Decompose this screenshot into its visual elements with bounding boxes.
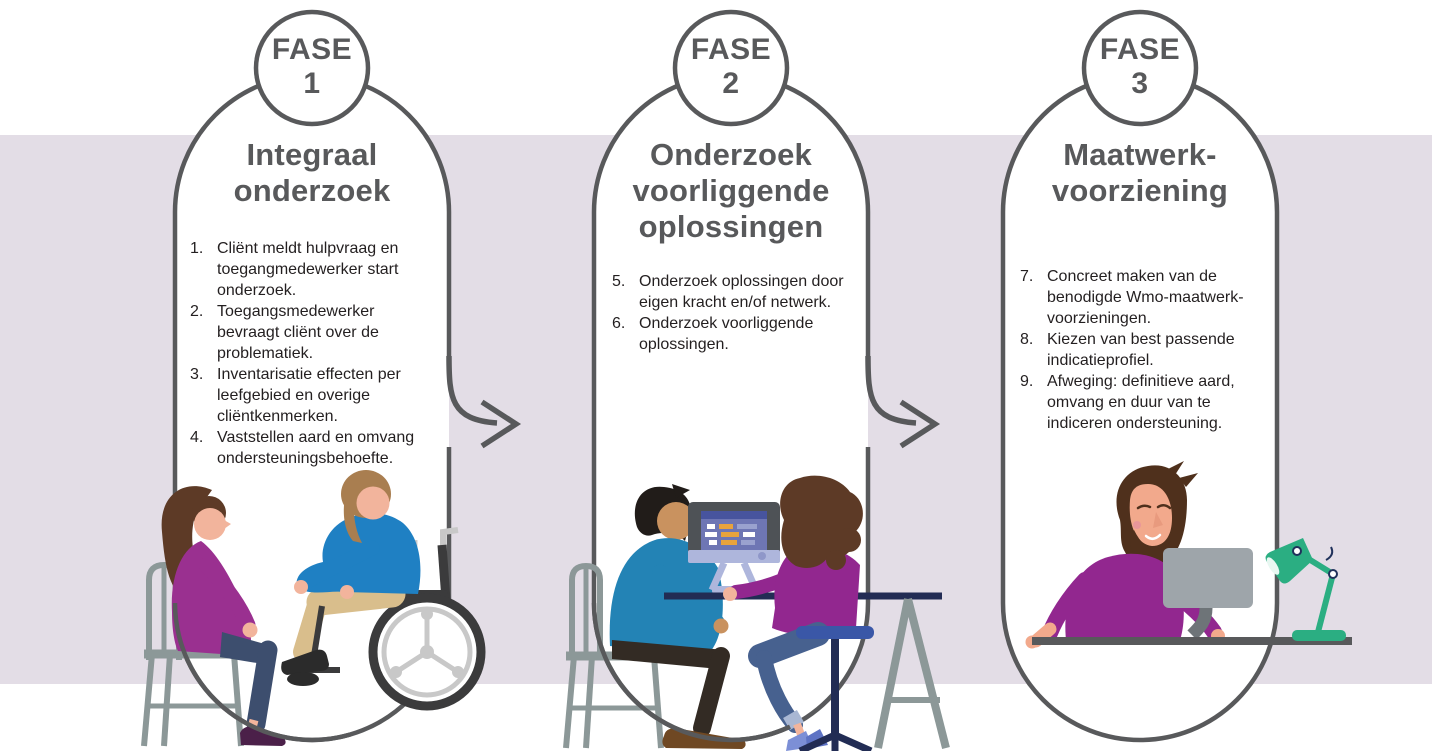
phase-2-badge: FASE 2 — [671, 33, 791, 101]
phase-3-badge-circle — [1081, 9, 1199, 127]
step-text: Onderzoek oplossingen door eigen kracht … — [639, 273, 844, 311]
step-number: 4. — [190, 429, 204, 446]
caseworker-at-desk-with-lamp-illustration — [1025, 461, 1352, 649]
badge-number: 3 — [1131, 67, 1149, 100]
list-item: 4. Vaststellen aard en omvang ondersteun… — [190, 427, 442, 469]
phase-3-badge: FASE 3 — [1080, 33, 1200, 101]
badge-label: FASE — [690, 33, 772, 66]
title-line: oplossingen — [638, 209, 824, 244]
phase-2-title: Onderzoek voorliggende oplossingen — [591, 137, 871, 245]
list-item: 1. Cliënt meldt hulpvraag en toegangmede… — [190, 238, 442, 301]
list-item: 3. Inventarisatie effecten per leefgebie… — [190, 364, 442, 427]
phase-2-steps: 5. Onderzoek oplossingen door eigen krac… — [612, 271, 864, 355]
list-item: 6. Onderzoek voorliggende oplossingen. — [612, 313, 864, 355]
two-people-at-computer-illustration — [563, 475, 950, 751]
badge-number: 2 — [722, 67, 740, 100]
step-text: Vaststellen aard en omvang ondersteuning… — [217, 429, 415, 467]
phase-1-badge: FASE 1 — [252, 33, 372, 101]
step-number: 8. — [1020, 331, 1034, 348]
step-text: Onderzoek voorliggende oplossingen. — [639, 315, 814, 353]
badge-number: 1 — [303, 67, 321, 100]
phase-3-steps: 7. Concreet maken van de benodigde Wmo-m… — [1020, 266, 1272, 434]
badge-label: FASE — [1099, 33, 1181, 66]
step-number: 2. — [190, 303, 204, 320]
phase-1-capsule-bottom-arc — [172, 602, 351, 743]
list-item: 7. Concreet maken van de benodigde Wmo-m… — [1020, 266, 1272, 329]
title-line: voorziening — [1051, 173, 1229, 208]
step-text: Afweging: definitieve aard, omvang en du… — [1047, 373, 1235, 432]
list-item: 2. Toegangsmedewerker bevraagt cliënt ov… — [190, 301, 442, 364]
title-line: voorliggende — [632, 173, 830, 208]
phase-2-capsule-bottom-arc — [591, 602, 791, 743]
step-number: 9. — [1020, 373, 1034, 390]
title-line: Maatwerk- — [1063, 137, 1217, 172]
badge-label: FASE — [271, 33, 353, 66]
step-number: 7. — [1020, 268, 1034, 285]
step-text: Cliënt meldt hulpvraag en toegangmedewer… — [217, 240, 399, 299]
arrow-right-icon — [446, 355, 522, 449]
phase-2-badge-circle — [672, 9, 790, 127]
phase-1-badge-circle — [253, 9, 371, 127]
step-text: Inventarisatie effecten per leefgebied e… — [217, 366, 401, 425]
step-text: Concreet maken van de benodigde Wmo-maat… — [1047, 268, 1244, 327]
title-line: Onderzoek — [649, 137, 812, 172]
step-text: Toegangsmedewerker bevraagt cliënt over … — [217, 303, 379, 362]
phase-1-title: Integraal onderzoek — [172, 137, 452, 209]
phase-3-title: Maatwerk- voorziening — [1000, 137, 1280, 209]
list-item: 5. Onderzoek oplossingen door eigen krac… — [612, 271, 864, 313]
step-number: 6. — [612, 315, 626, 332]
title-line: Integraal — [246, 137, 378, 172]
step-number: 1. — [190, 240, 204, 257]
list-item: 8. Kiezen van best passende indicatiepro… — [1020, 329, 1272, 371]
title-line: onderzoek — [233, 173, 391, 208]
step-number: 3. — [190, 366, 204, 383]
step-number: 5. — [612, 273, 626, 290]
step-text: Kiezen van best passende indicatieprofie… — [1047, 331, 1235, 369]
intake-interview-with-wheelchair-user-illustration — [141, 470, 486, 747]
list-item: 9. Afweging: definitieve aard, omvang en… — [1020, 371, 1272, 434]
arrow-right-icon — [865, 355, 941, 449]
phase-3-capsule-outline — [1000, 72, 1280, 743]
phase-1-steps: 1. Cliënt meldt hulpvraag en toegangmede… — [190, 238, 442, 469]
